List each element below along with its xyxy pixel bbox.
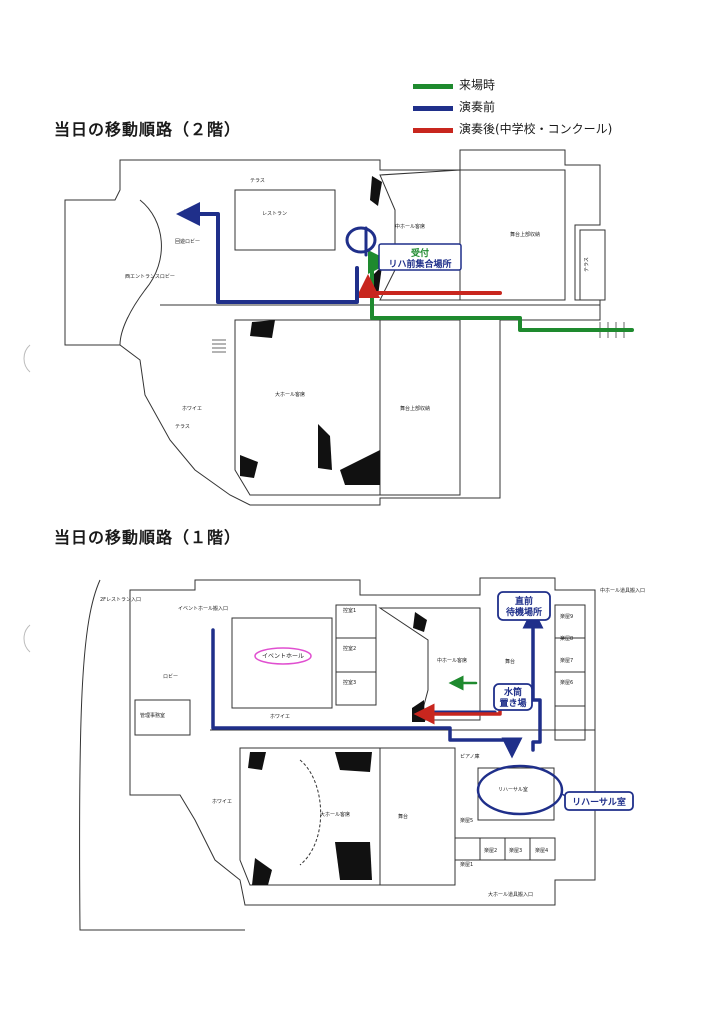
- floor2-reception-line2: リハ前集合場所: [388, 258, 451, 270]
- floor1-route-before-main: [211, 628, 523, 759]
- floor1-label-gakuya3: 楽屋3: [509, 847, 522, 854]
- floor1-title: 当日の移動順路（１階）: [54, 528, 242, 547]
- floor2-reception-line1: 受付: [411, 247, 429, 259]
- floor1-label-piano: ピアノ庫: [460, 753, 480, 760]
- floor1-label-event-hall: イベントホール: [262, 653, 304, 660]
- floor2-terrace-right-box: [579, 229, 606, 301]
- floor2-dai-hall-shape: [234, 319, 381, 496]
- floor2-map: [64, 149, 625, 506]
- floor2-label-stage-top2: 舞台上部収納: [400, 405, 430, 412]
- legend-swatch-before: [413, 106, 453, 111]
- floor1-stage-big-box: [379, 747, 456, 886]
- floor2-label-restaurant: レストラン: [262, 211, 287, 217]
- floor1-water-box: [493, 683, 533, 711]
- floor1-rehearsal-circle: [476, 764, 564, 816]
- floor1-label-lobby: ロビー: [163, 673, 178, 680]
- floor1-rehearsal-callout-box: [564, 791, 634, 811]
- floor1-label-stage-big: 舞台: [398, 813, 408, 820]
- floor2-label-lobby-upper: 回遊ロビー: [175, 238, 200, 245]
- floor1-label-rehearsal: リハーサル室: [498, 786, 528, 793]
- floor1-rehearsal-callout-text: リハーサル室: [572, 796, 626, 808]
- floor1-label-admin: 管理事務室: [140, 712, 165, 719]
- floor1-waiting-box: [497, 591, 551, 621]
- floor1-dai-hall-shape: [239, 747, 381, 886]
- floor1-left-curve: [79, 579, 245, 931]
- floor2-reception-callout: 受付 リハ前集合場所: [345, 226, 462, 271]
- floor1-rehearsal-box: [477, 767, 555, 821]
- floor1-label-chu-hall-load: 中ホール道具搬入口: [600, 587, 645, 594]
- legend-swatch-arrival: [413, 84, 453, 89]
- floor1-label-restaurant-entrance: 2Fレストラン入口: [100, 597, 141, 603]
- floor1-water-line1: 水筒: [504, 686, 522, 698]
- floor2-stage-top-box: [459, 169, 566, 301]
- floor1-label-hikae2: 控室2: [343, 645, 356, 652]
- floor1-waiting-line1: 直前: [515, 595, 533, 607]
- floor1-waiting-line2: 待機場所: [506, 606, 542, 618]
- binder-hole-top: [23, 344, 31, 373]
- floor2-chu-hall-shape: [379, 169, 461, 301]
- legend-swatch-after: [413, 128, 453, 133]
- floor1-label-gakuya2: 楽屋2: [484, 847, 497, 854]
- floor1-hikae-box: [335, 604, 377, 706]
- floor1-label-gakuya5: 楽屋5: [460, 817, 473, 824]
- floor2-label-terrace-top: テラス: [250, 178, 265, 184]
- floor1-label-chu-hall: 中ホール客席: [437, 657, 467, 664]
- floor1-admin-box: [134, 699, 191, 736]
- floor2-title: 当日の移動順路（２階）: [54, 120, 242, 139]
- legend-label-before: 演奏前: [459, 100, 496, 114]
- floor1-map: [79, 577, 596, 931]
- floor2-lobby-curve: [119, 199, 162, 346]
- floor1-label-gakuya7: 楽屋7: [560, 657, 573, 664]
- floor1-label-hikae3: 控室3: [343, 679, 356, 686]
- floor1-event-hall-box: [231, 617, 333, 709]
- floor2-label-foyer: ホワイエ: [182, 406, 202, 412]
- floor1-water-line2: 置き場: [499, 697, 526, 709]
- floor2-route-before: [176, 202, 359, 304]
- floor1-event-hall-highlight: [254, 647, 312, 665]
- legend-label-after: 演奏後(中学校・コンクール): [459, 122, 613, 136]
- floor2-label-stage-top: 舞台上部収納: [510, 231, 540, 238]
- floor2-label-dai-hall: 大ホール客席: [275, 391, 305, 398]
- floor2-labels: 中ホール客席 大ホール客席 舞台上部収納 舞台上部収納 西エントランスロビー レ…: [125, 178, 590, 430]
- floor1-label-gakuya6: 楽屋6: [560, 679, 573, 686]
- floor1-label-gakuya4: 楽屋4: [535, 847, 548, 854]
- floor1-label-event-entrance: イベントホール搬入口: [178, 605, 228, 612]
- floor2-reception-circle: [345, 226, 377, 254]
- floor1-label-hikae1: 控室1: [343, 607, 356, 614]
- floor1-route-before-stage: [522, 607, 544, 752]
- floor1-label-gakuya9: 楽屋9: [560, 613, 573, 620]
- floor2-label-west-lobby: 西エントランスロビー: [125, 273, 175, 280]
- floor2-route-after: [356, 274, 502, 298]
- floor2-restaurant-block: [234, 189, 336, 251]
- floor2-label-terrace-left: テラス: [175, 424, 190, 430]
- floor2-label-chu-hall: 中ホール客席: [395, 223, 425, 230]
- floor1-chu-hall-shape: [378, 607, 481, 721]
- floor1-label-gakuya8: 楽屋8: [560, 635, 573, 642]
- floor1-label-dai-hall: 大ホール客席: [320, 811, 350, 818]
- floor1-callouts: 直前 待機場所 水筒 置き場 リハーサル室: [476, 591, 634, 816]
- binder-hole-bottom: [23, 624, 31, 653]
- floor1-label-gakuya1: 楽屋1: [460, 861, 473, 868]
- floor2-route-arrival: [368, 250, 634, 332]
- floor2-outline: [64, 149, 601, 506]
- floor1-labels: 中ホール客席 大ホール客席 舞台 舞台 ホワイエ ホワイエ リハーサル室 ロビー…: [100, 587, 645, 898]
- floor2-reception-box: [378, 243, 462, 271]
- floor1-label-dai-hall-load: 大ホール道具搬入口: [488, 891, 533, 898]
- floor1-outline: [129, 577, 596, 906]
- floor1-label-stage-mid: 舞台: [505, 658, 515, 665]
- floor2-label-terrace-right: テラス: [584, 257, 590, 272]
- floor1-label-foyer-mid: ホワイエ: [270, 714, 290, 720]
- floor2-routes: [176, 202, 634, 332]
- legend-label-arrival: 来場時: [459, 78, 496, 92]
- floor1-label-foyer-big: ホワイエ: [212, 799, 232, 805]
